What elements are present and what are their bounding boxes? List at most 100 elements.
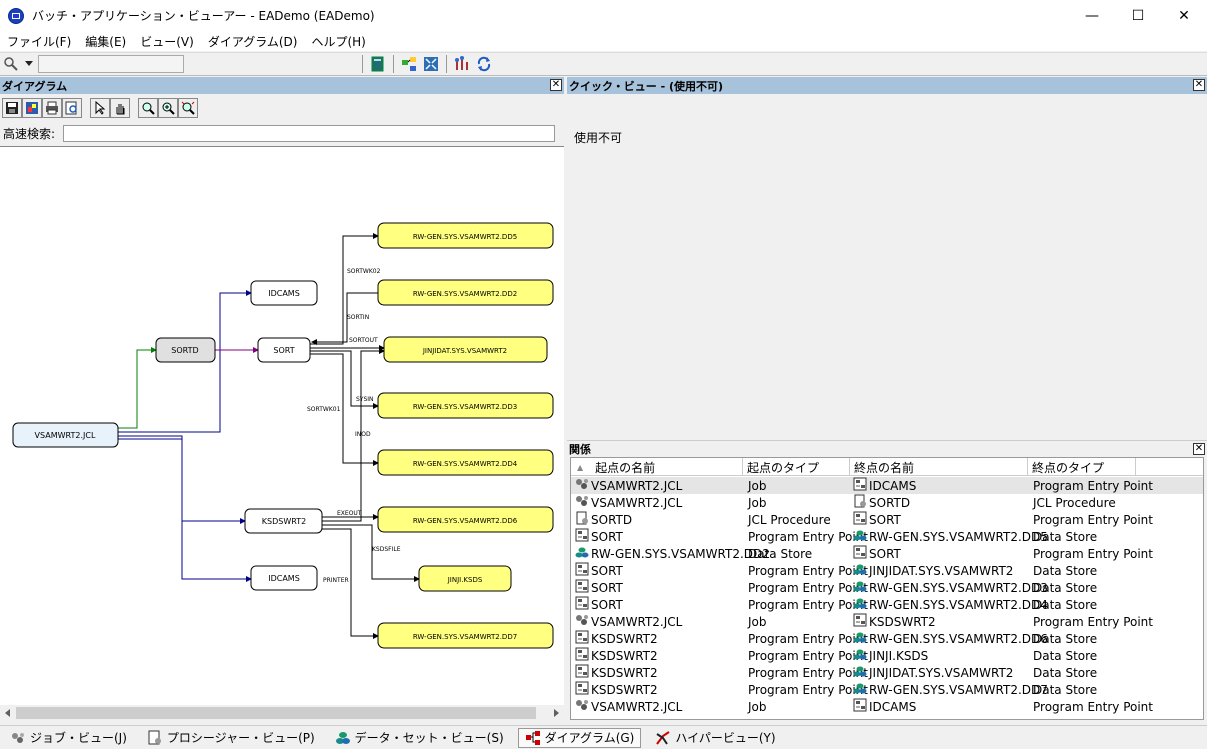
edge-sort-dd5 <box>310 233 379 345</box>
datastore-icon <box>853 579 869 596</box>
menu-view[interactable]: ビュー(V) <box>140 34 194 49</box>
cell-source-type: Job <box>748 614 767 629</box>
export-image-icon[interactable] <box>22 98 42 118</box>
svg-text:KSDSWRT2: KSDSWRT2 <box>262 517 306 526</box>
cell-target-name: SORTD <box>853 494 910 511</box>
fit-view-icon[interactable] <box>422 55 440 73</box>
tab-procedure-view[interactable]: プロシージャー・ビュー(P) <box>141 728 321 748</box>
program-icon <box>853 477 869 494</box>
quick-view-title: クイック・ビュー - (使用不可) <box>569 79 724 93</box>
scroll-left-icon[interactable] <box>0 705 16 721</box>
edit-diagram-icon[interactable] <box>400 55 418 73</box>
cell-target-name: IDCAMS <box>853 477 916 494</box>
node-dd3[interactable]: RW-GEN.SYS.VSAMWRT2.DD3 <box>377 392 554 419</box>
zoom-in-icon[interactable] <box>158 98 178 118</box>
column-source-type[interactable]: 起点のタイプ <box>743 458 850 476</box>
book-icon[interactable] <box>369 55 387 73</box>
node-ksdswrt2[interactable]: KSDSWRT2 <box>244 508 323 534</box>
node-idcams-1[interactable]: IDCAMS <box>250 280 318 306</box>
print-preview-icon[interactable] <box>62 98 82 118</box>
tab-diagram[interactable]: ダイアグラム(G) <box>517 727 642 748</box>
datastore-icon <box>853 596 869 613</box>
tree-icon[interactable] <box>453 55 471 73</box>
datastore-icon <box>853 681 869 698</box>
diagram-canvas[interactable]: SORTWK02 SORTIN SORTOUT SORTWK01 SYSIN I… <box>0 146 564 705</box>
tab-hyperview[interactable]: ハイパービュー(Y) <box>649 728 781 748</box>
tab-job-view[interactable]: ジョブ・ビュー(J) <box>4 728 133 748</box>
node-vsamwrt2-jcl[interactable]: VSAMWRT2.JCL <box>12 422 119 448</box>
tab-dataset-view[interactable]: データ・セット・ビュー(S) <box>329 728 510 748</box>
menu-diagram[interactable]: ダイアグラム(D) <box>207 34 298 49</box>
node-dd6[interactable]: RW-GEN.SYS.VSAMWRT2.DD6 <box>377 506 554 533</box>
diagram-pane-header: ダイアグラム ✕ <box>0 77 564 94</box>
maximize-button[interactable]: ☐ <box>1131 7 1145 24</box>
cell-target-type: Data Store <box>1033 597 1098 612</box>
hand-pan-icon[interactable] <box>110 98 130 118</box>
column-source-name[interactable]: ▲ 起点の名前 <box>571 458 743 476</box>
program-icon <box>853 511 869 528</box>
svg-text:JINJIDAT.SYS.VSAMWRT2: JINJIDAT.SYS.VSAMWRT2 <box>422 347 507 355</box>
quick-search-input[interactable] <box>63 124 556 142</box>
minimize-button[interactable]: — <box>1085 7 1099 24</box>
node-idcams-2[interactable]: IDCAMS <box>250 565 318 591</box>
column-target-type[interactable]: 終点のタイプ <box>1028 458 1136 476</box>
node-dd2[interactable]: RW-GEN.SYS.VSAMWRT2.DD2 <box>377 279 554 306</box>
node-sortd[interactable]: SORTD <box>155 337 216 363</box>
relations-close-icon[interactable]: ✕ <box>1193 443 1205 455</box>
edge-label-printer: PRINTER <box>323 577 349 584</box>
pointer-icon[interactable] <box>90 98 110 118</box>
menu-help[interactable]: ヘルプ(H) <box>311 34 366 49</box>
svg-text:RW-GEN.SYS.VSAMWRT2.DD6: RW-GEN.SYS.VSAMWRT2.DD6 <box>413 517 518 525</box>
toolbar-search-combo[interactable] <box>38 55 184 73</box>
scroll-right-icon[interactable] <box>548 705 564 721</box>
cell-target-type: Data Store <box>1033 665 1098 680</box>
chevron-down-icon[interactable] <box>24 55 34 73</box>
cell-target-name: JINJI.KSDS <box>853 647 928 664</box>
close-button[interactable]: ✕ <box>1178 7 1190 24</box>
menu-file[interactable]: ファイル(F) <box>7 34 72 49</box>
column-target-name[interactable]: 終点の名前 <box>850 458 1028 476</box>
datastore-icon <box>575 545 591 562</box>
cell-source-type: Program Entry Point <box>748 529 868 544</box>
edge-labels: SORTWK02 SORTIN SORTOUT SORTWK01 SYSIN I… <box>307 268 401 584</box>
search-icon[interactable] <box>2 55 20 73</box>
svg-text:RW-GEN.SYS.VSAMWRT2.DD2: RW-GEN.SYS.VSAMWRT2.DD2 <box>413 290 517 298</box>
scroll-thumb[interactable] <box>16 707 536 719</box>
node-jinjidat[interactable]: JINJIDAT.SYS.VSAMWRT2 <box>383 336 548 363</box>
node-dd4[interactable]: RW-GEN.SYS.VSAMWRT2.DD4 <box>377 449 554 476</box>
node-dd5[interactable]: RW-GEN.SYS.VSAMWRT2.DD5 <box>377 222 554 249</box>
quick-search-label: 高速検索: <box>3 126 56 141</box>
zoom-area-icon[interactable] <box>138 98 158 118</box>
quick-view-close-icon[interactable]: ✕ <box>1193 79 1205 91</box>
zoom-fit-icon[interactable] <box>178 98 198 118</box>
refresh-icon[interactable] <box>475 55 493 73</box>
app-icon <box>8 7 24 24</box>
cell-source-name: KSDSWRT2 <box>575 681 658 698</box>
print-icon[interactable] <box>42 98 62 118</box>
menu-edit[interactable]: 編集(E) <box>85 34 127 49</box>
node-dd7[interactable]: RW-GEN.SYS.VSAMWRT2.DD7 <box>377 622 554 649</box>
diagram-horizontal-scrollbar[interactable] <box>0 705 564 721</box>
diagram-pane-close-icon[interactable]: ✕ <box>550 79 562 91</box>
cell-target-name: RW-GEN.SYS.VSAMWRT2.DD6 <box>853 630 1048 647</box>
save-icon[interactable] <box>2 98 22 118</box>
cell-target-type: Data Store <box>1033 529 1098 544</box>
cell-source-name: SORT <box>575 579 623 596</box>
node-sort[interactable]: SORT <box>257 337 311 363</box>
cell-target-type: JCL Procedure <box>1033 495 1116 510</box>
node-jinji-ksds[interactable]: JINJI.KSDS <box>418 565 512 592</box>
